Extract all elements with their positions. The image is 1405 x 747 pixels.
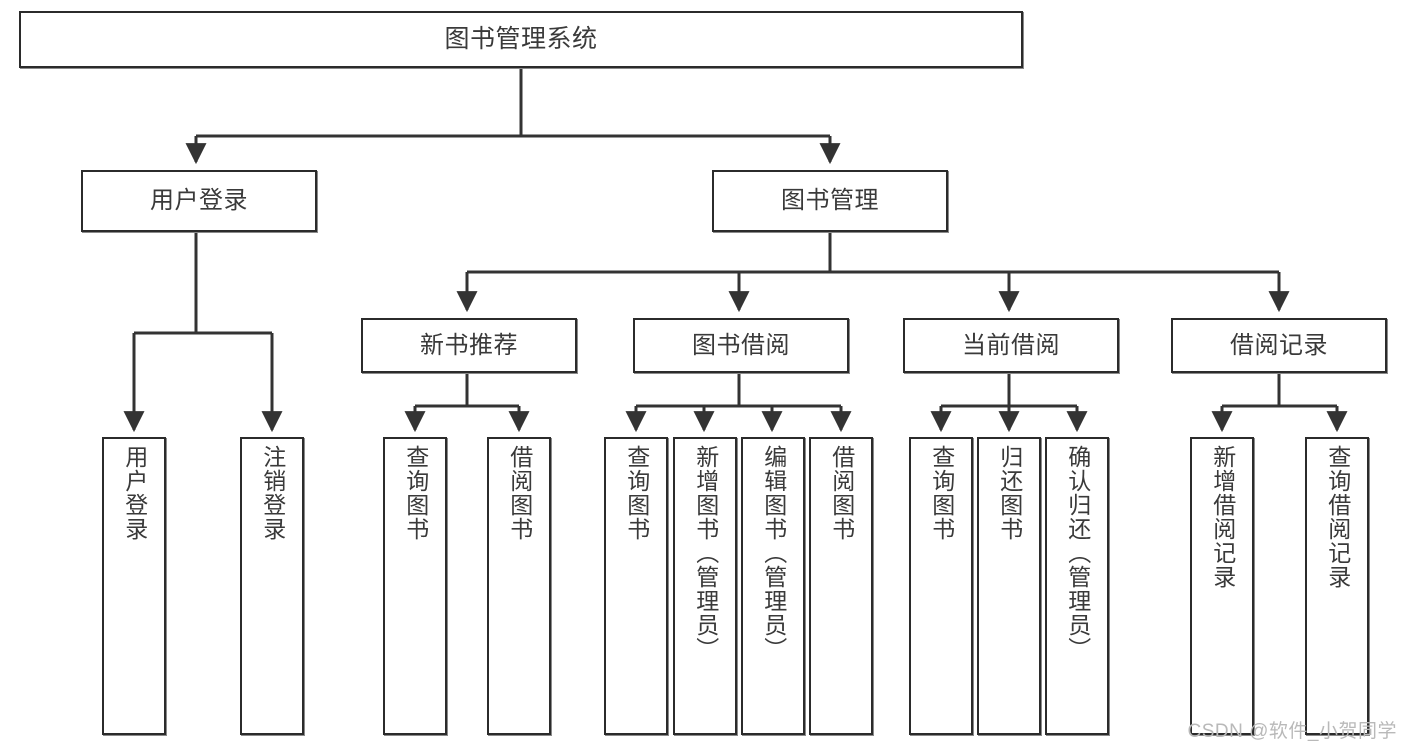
leaf-book-borrow-add-book-admin[interactable]: 新增图书（管理员） bbox=[673, 437, 737, 735]
leaf-book-borrow-query-book[interactable]: 查询图书 bbox=[604, 437, 668, 735]
leaf-new-book-query-book[interactable]: 查询图书 bbox=[383, 437, 447, 735]
node-label: 查询图书 bbox=[402, 445, 429, 541]
leaf-new-book-borrow-book[interactable]: 借阅图书 bbox=[487, 437, 551, 735]
node-label: 图书借阅 bbox=[692, 331, 790, 359]
node-label: 新增图书（管理员） bbox=[692, 445, 719, 661]
node-current-borrow[interactable]: 当前借阅 bbox=[903, 318, 1119, 373]
node-user-login[interactable]: 用户登录 bbox=[81, 170, 317, 232]
node-label: 用户登录 bbox=[150, 187, 248, 215]
node-label: 当前借阅 bbox=[962, 331, 1060, 359]
node-label: 查询图书 bbox=[623, 445, 650, 541]
node-label: 归还图书 bbox=[996, 445, 1023, 541]
node-book-management[interactable]: 图书管理 bbox=[712, 170, 948, 232]
leaf-borrow-record-add-record[interactable]: 新增借阅记录 bbox=[1190, 437, 1254, 735]
leaf-user-login-logout[interactable]: 注销登录 bbox=[240, 437, 304, 735]
node-label: 借阅图书 bbox=[506, 445, 533, 541]
node-new-book-recommend[interactable]: 新书推荐 bbox=[361, 318, 577, 373]
node-label: 编辑图书（管理员） bbox=[760, 445, 787, 661]
node-label: 新增借阅记录 bbox=[1209, 445, 1236, 589]
leaf-current-borrow-return-book[interactable]: 归还图书 bbox=[977, 437, 1041, 735]
node-label: 借阅记录 bbox=[1230, 331, 1328, 359]
leaf-current-borrow-query-book[interactable]: 查询图书 bbox=[909, 437, 973, 735]
node-label: 查询图书 bbox=[928, 445, 955, 541]
node-label: 查询借阅记录 bbox=[1324, 445, 1351, 589]
node-label: 用户登录 bbox=[121, 445, 148, 541]
leaf-book-borrow-borrow-book[interactable]: 借阅图书 bbox=[809, 437, 873, 735]
leaf-borrow-record-query-record[interactable]: 查询借阅记录 bbox=[1305, 437, 1369, 735]
node-root-book-management-system[interactable]: 图书管理系统 bbox=[19, 11, 1023, 68]
node-label: 注销登录 bbox=[259, 445, 286, 541]
leaf-book-borrow-edit-book-admin[interactable]: 编辑图书（管理员） bbox=[741, 437, 805, 735]
csdn-watermark: CSDN @软件_小贺同学 bbox=[1187, 721, 1397, 742]
node-label: 图书管理 bbox=[781, 187, 879, 215]
node-label: 图书管理系统 bbox=[444, 25, 598, 54]
leaf-current-borrow-confirm-return-admin[interactable]: 确认归还（管理员） bbox=[1045, 437, 1109, 735]
node-borrow-record[interactable]: 借阅记录 bbox=[1171, 318, 1387, 373]
node-label: 新书推荐 bbox=[420, 331, 518, 359]
node-book-borrow[interactable]: 图书借阅 bbox=[633, 318, 849, 373]
node-label: 确认归还（管理员） bbox=[1064, 445, 1091, 661]
node-label: 借阅图书 bbox=[828, 445, 855, 541]
leaf-user-login-login[interactable]: 用户登录 bbox=[102, 437, 166, 735]
